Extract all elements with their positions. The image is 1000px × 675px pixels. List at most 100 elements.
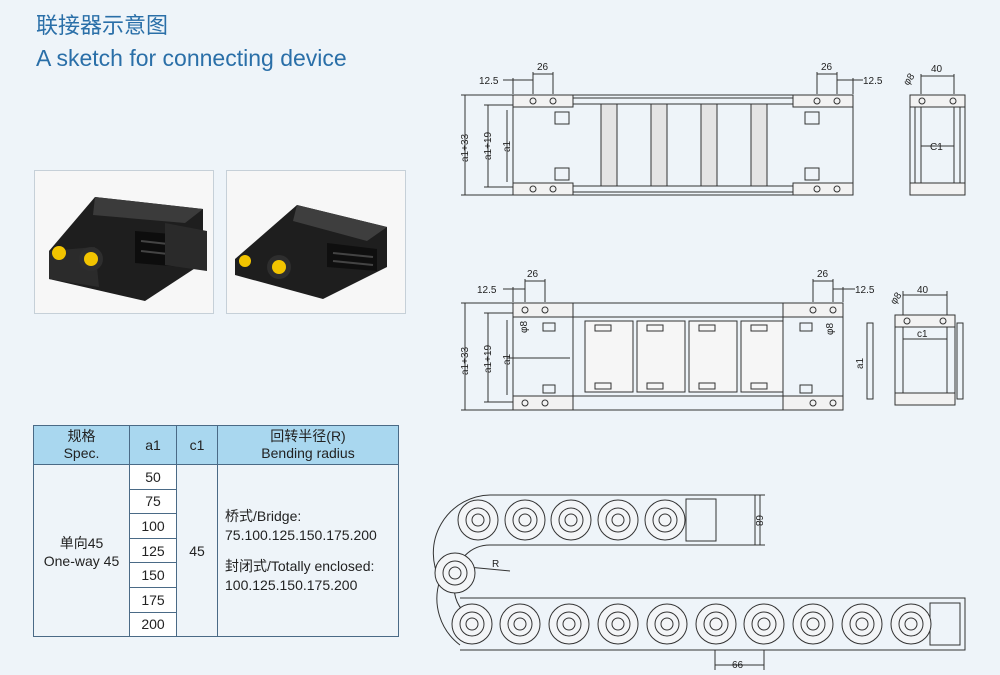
table-row: 150 <box>34 562 399 588</box>
side-c1: C1 <box>930 142 943 153</box>
title-english: A sketch for connecting device <box>36 45 347 71</box>
side-dia: φ8 <box>888 290 904 307</box>
dim-26-left: 26 <box>527 269 539 280</box>
dim-a1: a1 <box>502 140 513 152</box>
chain-link-ring <box>646 603 688 645</box>
a1-value: 150 <box>129 562 177 588</box>
chain-link-ring <box>743 603 785 645</box>
chain-link-ring <box>499 603 541 645</box>
chain-link-ring <box>652 507 678 533</box>
chain-link-ring <box>751 611 777 637</box>
header-c1: c1 <box>176 425 218 465</box>
chain-link-ring <box>465 617 479 631</box>
table-row: 75 <box>34 488 399 515</box>
chain-link-ring <box>757 617 771 631</box>
chain-link-ring <box>898 611 924 637</box>
table-row: 200 <box>34 611 399 638</box>
dim-26-right: 26 <box>821 62 833 73</box>
chain-links <box>434 499 932 645</box>
a1-value: 175 <box>129 586 177 613</box>
side-dia: φ8 <box>901 71 917 88</box>
dia-right: φ8 <box>825 323 836 335</box>
chain-link-ring <box>548 603 590 645</box>
chain-link-ring <box>709 617 723 631</box>
chain-link-ring <box>644 499 686 541</box>
chain-link-ring <box>792 603 834 645</box>
a1-value: 125 <box>129 537 177 564</box>
side-c1: c1 <box>917 329 928 340</box>
dim-a1-33: a1+33 <box>460 346 471 375</box>
c1-value: 45 <box>176 463 218 638</box>
side-a1: a1 <box>855 357 866 369</box>
dim-26-left: 26 <box>537 62 549 73</box>
dim-12-5-right: 12.5 <box>863 76 883 87</box>
drawing-bridge-mid: 12.5 26 26 12.5 a1+33 a1+19 a1 φ8 φ8 φ8 … <box>455 265 975 420</box>
dim-12-5-right: 12.5 <box>855 285 875 296</box>
chain-link-ring <box>518 513 532 527</box>
chain-link-ring <box>558 507 584 533</box>
dim-66: 66 <box>732 660 744 671</box>
title-chinese: 联接器示意图 <box>36 13 169 38</box>
header-a1: a1 <box>129 425 177 465</box>
chain-link-ring <box>451 603 493 645</box>
connector-photo-2-illustration <box>227 171 405 313</box>
chain-link-ring <box>564 513 578 527</box>
chain-link-ring <box>434 552 476 594</box>
chain-link-ring <box>504 499 546 541</box>
radius-label: R <box>492 559 499 570</box>
a1-value: 100 <box>129 513 177 539</box>
drawing-chain-svg: 68 66 R <box>432 494 966 671</box>
chain-link-ring <box>471 513 485 527</box>
chain-link-ring <box>841 603 883 645</box>
drawing-chain: 68 66 R <box>430 485 975 675</box>
chain-link-ring <box>605 507 631 533</box>
chain-link-ring <box>597 499 639 541</box>
chain-link-ring <box>597 603 639 645</box>
dia-left: φ8 <box>519 321 530 333</box>
chain-link-ring <box>459 611 485 637</box>
a1-value: 75 <box>129 488 177 515</box>
chain-link-ring <box>562 617 576 631</box>
chain-link-ring <box>806 617 820 631</box>
dim-12-5-left: 12.5 <box>479 76 499 87</box>
chain-link-ring <box>658 513 672 527</box>
dim-a1-19: a1+19 <box>483 131 494 160</box>
chain-link-ring <box>695 603 737 645</box>
dim-12-5-left: 12.5 <box>477 285 497 296</box>
chain-link-ring <box>611 617 625 631</box>
chain-link-ring <box>800 611 826 637</box>
dim-68: 68 <box>753 515 764 527</box>
connector-photo-1-illustration <box>35 171 213 313</box>
drawing-bridge-top-svg: 12.5 26 26 12.5 a1+33 a1+19 a1 φ8 40 C1 <box>460 62 966 196</box>
drawing-bridge-top: 12.5 26 26 12.5 a1+33 a1+19 a1 φ8 40 C1 <box>455 60 975 210</box>
dim-a1-33: a1+33 <box>460 133 471 162</box>
table-row: 125 <box>34 537 399 564</box>
chain-link-ring <box>605 611 631 637</box>
chain-link-ring <box>660 617 674 631</box>
side-40: 40 <box>917 285 929 296</box>
connector-photo-2 <box>226 170 406 314</box>
chain-link-ring <box>457 499 499 541</box>
connector-photo-1 <box>34 170 214 314</box>
chain-link-ring <box>703 611 729 637</box>
chain-link-ring <box>904 617 918 631</box>
chain-link-ring <box>855 617 869 631</box>
chain-link-ring <box>448 566 462 580</box>
radius-value: 桥式/Bridge: 75.100.125.150.175.200 封闭式/To… <box>217 463 399 638</box>
chain-link-ring <box>512 507 538 533</box>
chain-link-ring <box>550 499 592 541</box>
drawing-bridge-mid-svg: 12.5 26 26 12.5 a1+33 a1+19 a1 φ8 φ8 φ8 … <box>460 269 964 411</box>
chain-link-ring <box>507 611 533 637</box>
chain-link-ring <box>611 513 625 527</box>
dim-a1-19: a1+19 <box>483 344 494 373</box>
chain-link-ring <box>556 611 582 637</box>
header-bending-radius: 回转半径(R)Bending radius <box>217 425 399 465</box>
table-row: 175 <box>34 586 399 613</box>
dim-a1: a1 <box>502 353 513 365</box>
side-40: 40 <box>931 64 943 75</box>
